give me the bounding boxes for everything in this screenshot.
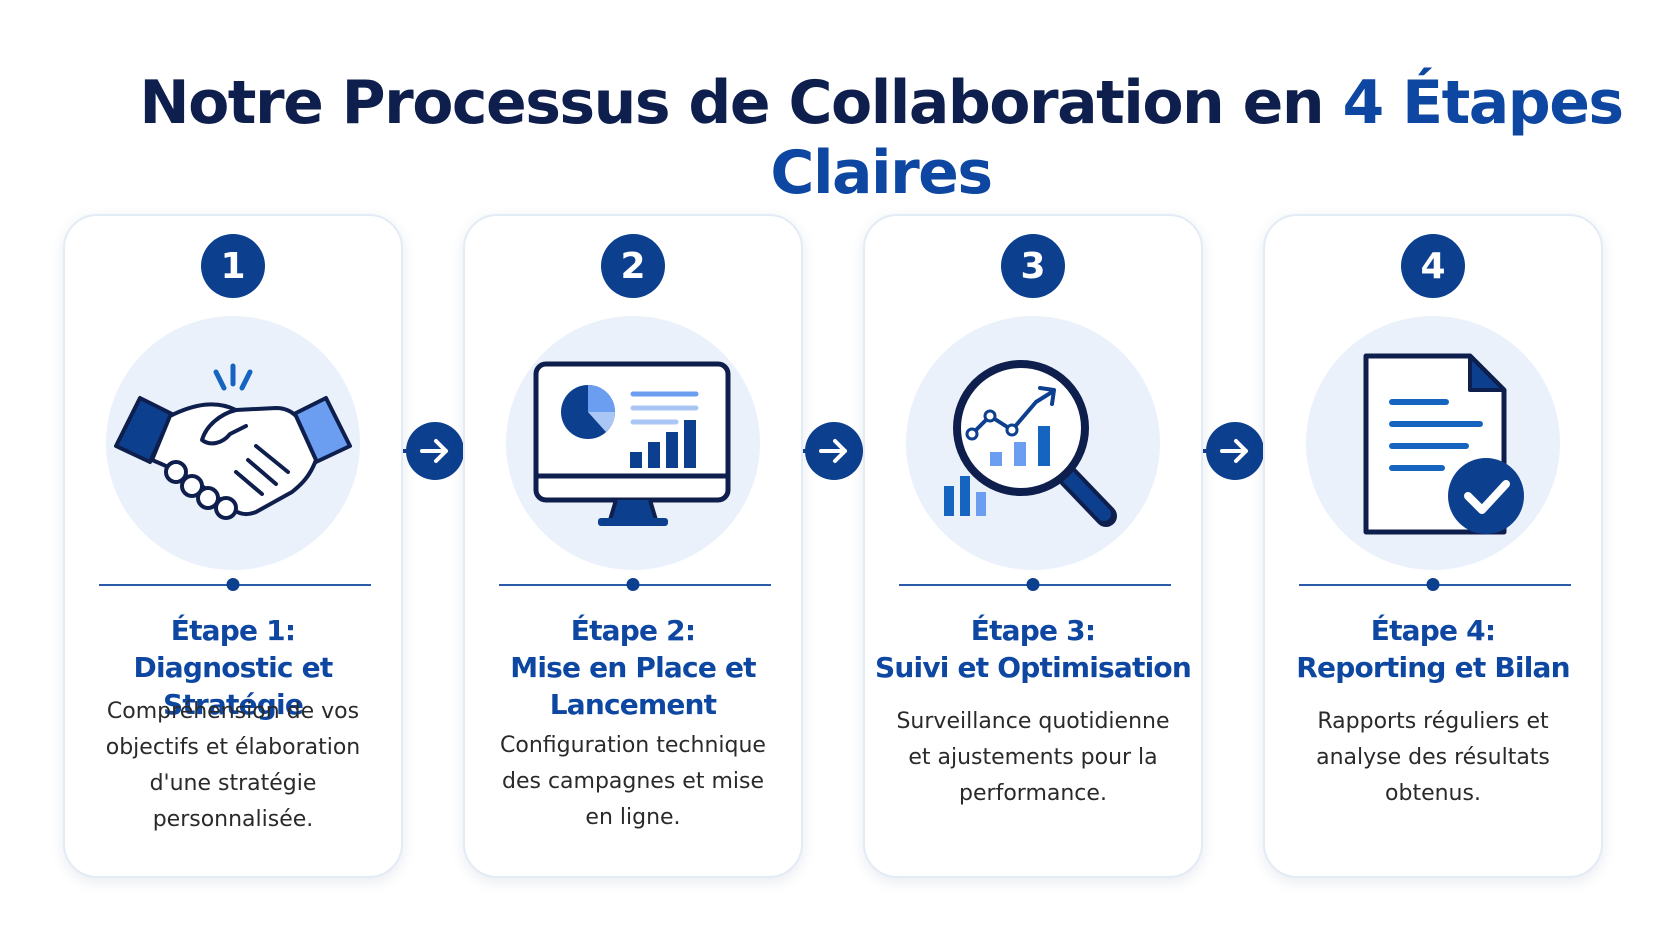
step-number-badge: 1 xyxy=(201,234,265,298)
title-main: Notre Processus de Collaboration en xyxy=(139,68,1343,138)
step-description: Surveillance quotidienne et ajustements … xyxy=(896,709,1170,806)
report-check-icon xyxy=(1363,353,1524,535)
step-card-3: 3 Étape 3: Suivi et Optimisation Surveil… xyxy=(863,214,1203,878)
step-description: Configuration technique des campagnes et… xyxy=(500,733,766,830)
divider-dot xyxy=(626,578,640,591)
arrow-right-icon xyxy=(406,422,464,480)
divider-dot xyxy=(226,578,240,591)
step-card-1: 1 Étape 1: Diagnostic et Stratégie Compr… xyxy=(63,214,403,878)
step-title: Étape 3: Suivi et Optimisation xyxy=(875,614,1192,684)
monitor-analytics-icon xyxy=(533,361,731,526)
step-icon-circle xyxy=(1306,316,1560,570)
title-accent: 4 Étapes Claires xyxy=(770,68,1624,208)
arrow-right-icon xyxy=(1206,422,1264,480)
step-title: Étape 2: Mise en Place et Lancement xyxy=(510,614,756,721)
page-title: Notre Processus de Collaboration en 4 Ét… xyxy=(0,68,1672,208)
step-description: Rapports réguliers et analyse des résult… xyxy=(1316,709,1550,806)
step-icon-circle xyxy=(906,316,1160,570)
step-number-badge: 4 xyxy=(1401,234,1465,298)
step-title: Étape 1: Diagnostic et Stratégie xyxy=(133,614,334,721)
step-icon-circle xyxy=(506,316,760,570)
handshake-icon xyxy=(114,363,352,520)
magnifier-chart-icon xyxy=(944,360,1117,527)
step-card-4: 4 Étape 4: Reporting et Bilan Rapports r… xyxy=(1263,214,1603,878)
divider-dot xyxy=(1426,578,1440,591)
arrow-right-icon xyxy=(805,422,863,480)
step-title: Étape 4: Reporting et Bilan xyxy=(1296,614,1570,684)
divider-dot xyxy=(1026,578,1040,591)
step-icon-circle xyxy=(106,316,360,570)
step-description: Compréhension de vos objectifs et élabor… xyxy=(105,699,361,832)
step-number-badge: 3 xyxy=(1001,234,1065,298)
step-card-2: 2 Étape 2: Mise en Place et Lancement Co… xyxy=(463,214,803,878)
step-number-badge: 2 xyxy=(601,234,665,298)
